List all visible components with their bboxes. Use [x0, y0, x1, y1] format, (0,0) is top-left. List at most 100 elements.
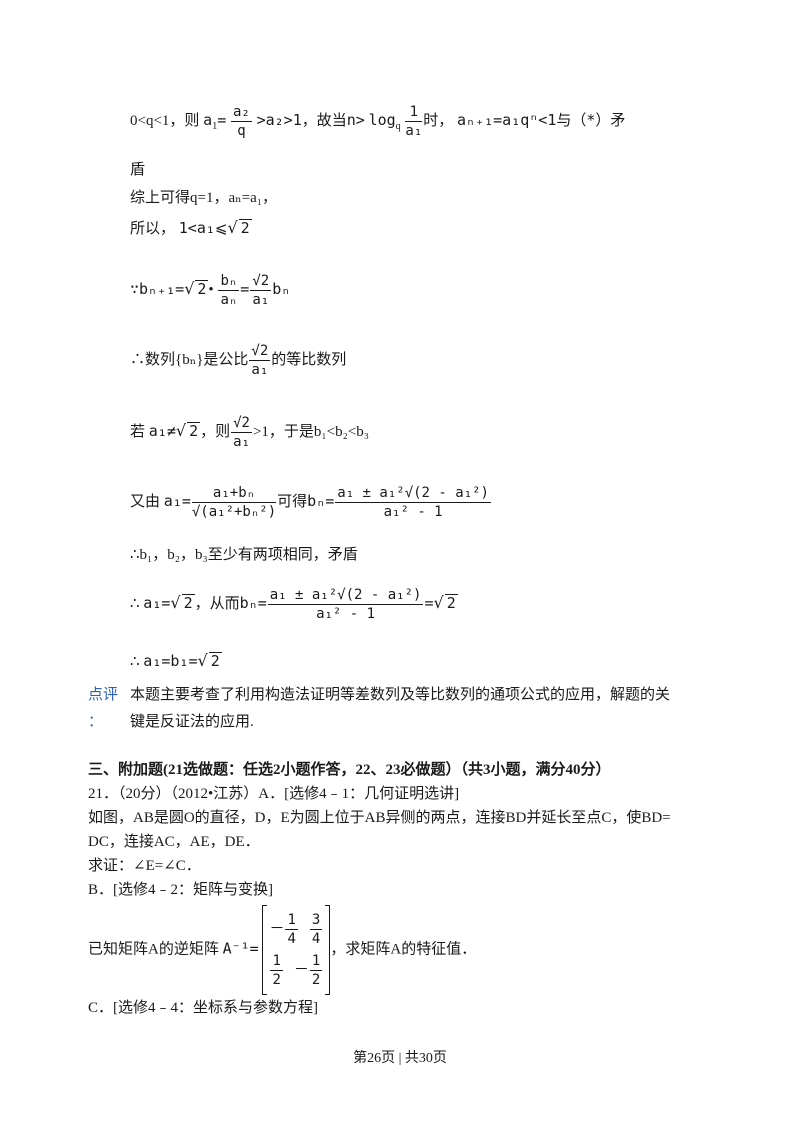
math: =	[424, 593, 434, 612]
math: bₙ=	[239, 593, 267, 612]
text: ，则	[200, 423, 231, 440]
text: 所以，	[130, 221, 176, 237]
text: 的等比数列	[271, 351, 347, 368]
text: ∴数列{bₙ}是公比	[130, 351, 249, 368]
text: 若	[130, 423, 146, 440]
numerator: a₁+bₙ	[191, 484, 277, 503]
math: >a₂>1，故当n>	[256, 110, 365, 129]
math: =	[240, 279, 250, 298]
text: ∴	[130, 595, 140, 612]
math: ∵bₙ₊₁=	[130, 279, 185, 298]
line-2: 盾	[130, 162, 146, 178]
denominator: 4	[287, 931, 296, 947]
numerator: a₁ ± a₁²√(2 - a₁²)	[267, 587, 424, 605]
text: 可得	[277, 493, 308, 510]
numerator: √2	[250, 273, 272, 291]
denominator: 2	[272, 972, 281, 988]
numerator: √2	[231, 415, 252, 433]
log-base: q	[395, 120, 401, 132]
minus-sign: －	[269, 918, 285, 937]
denominator: a₁	[251, 362, 269, 378]
denominator: a₁	[233, 434, 250, 450]
q21-part-b: B．[选修4﹣2：矩阵与变换]	[88, 882, 273, 898]
line-3: 综上可得q=1，aₙ=a₁，	[130, 190, 277, 206]
math: bₙ	[272, 279, 291, 298]
text: 已知矩阵A的逆矩阵	[88, 941, 219, 958]
minus-sign: －	[293, 959, 309, 978]
radicand: 2	[187, 421, 201, 440]
q21-header: 21．（20分）（2012•江苏）A．[选修4﹣1：几何证明选讲]	[88, 786, 460, 802]
text: ，求矩阵A的特征值．	[330, 941, 477, 958]
numerator: a₂	[230, 104, 252, 122]
denominator: aₙ	[220, 292, 238, 308]
q21-prove: 求证：∠E=∠C．	[88, 858, 201, 874]
radicand: 2	[208, 652, 222, 670]
sqrt-sign: √	[227, 218, 238, 237]
q21-part-c: C．[选修4﹣4：坐标系与参数方程]	[88, 1000, 318, 1016]
text: ，从而	[194, 595, 240, 612]
line-4: 所以， 1<a₁⩽√2	[130, 218, 252, 239]
radicand: 2	[444, 593, 458, 612]
math: ⁻¹=	[231, 939, 259, 958]
line-11: ∴ a₁=b₁=√2	[130, 651, 222, 672]
math: a₁=	[143, 593, 171, 612]
numerator: 3	[309, 912, 323, 930]
q21-body-1: 如图，AB是圆O的直径，D，E为圆上位于AB异侧的两点，连接BD并延长至点C，使…	[88, 810, 671, 826]
denominator: 4	[311, 931, 321, 947]
denominator: a₁² - 1	[316, 606, 376, 622]
numerator: √2	[249, 343, 271, 361]
math: a₁=	[163, 491, 191, 510]
numerator: 1	[405, 103, 423, 122]
fraction: a₁ ± a₁²√(2 - a₁²)a₁² - 1	[267, 586, 424, 623]
text: 0<q<1，则	[130, 112, 200, 129]
radicand: 2	[238, 219, 252, 237]
comment-label: 点评	[88, 687, 119, 703]
text: 又由	[130, 493, 161, 510]
numerator: 1	[309, 953, 323, 971]
numerator: 1	[285, 912, 298, 930]
radicand: 2	[195, 279, 209, 298]
math: =	[217, 110, 227, 129]
denominator: a₁	[252, 292, 270, 308]
comment-text-2: 键是反证法的应用.	[130, 714, 254, 730]
comment-text-1: 本题主要考查了利用构造法证明等差数列及等比数列的通项公式的应用，解题的关	[130, 687, 671, 703]
q21-body-2: DC，连接AC，AE，DE．	[88, 834, 260, 850]
page-footer: 第26页 | 共30页	[353, 1051, 447, 1066]
radicand: 2	[181, 593, 195, 612]
numerator: 1	[270, 953, 283, 971]
denominator: 2	[311, 972, 321, 988]
sqrt-sign: √	[197, 651, 208, 670]
text: ∴	[130, 654, 140, 670]
math: a₁≠	[148, 421, 176, 440]
denominator: √(a₁²+bₙ²)	[191, 504, 277, 520]
math: A	[222, 939, 232, 958]
math: •	[208, 281, 214, 298]
math: bₙ=	[307, 491, 335, 510]
math: aₙ₊₁=a₁qⁿ<1与（*）矛	[457, 110, 626, 129]
line-9: ∴b₁，b₂，b₃至少有两项相同，矛盾	[130, 547, 358, 563]
math: 1<a₁⩽	[178, 219, 228, 237]
fraction: a₁ ± a₁²√(2 - a₁²)a₁² - 1	[335, 484, 491, 521]
math: a	[203, 110, 213, 129]
numerator: a₁ ± a₁²√(2 - a₁²)	[335, 485, 491, 503]
denominator: q	[237, 123, 246, 139]
sqrt-sign: √	[175, 420, 187, 440]
text: 时，	[423, 112, 454, 129]
denominator: a₁	[405, 123, 423, 139]
math: log	[368, 110, 396, 129]
